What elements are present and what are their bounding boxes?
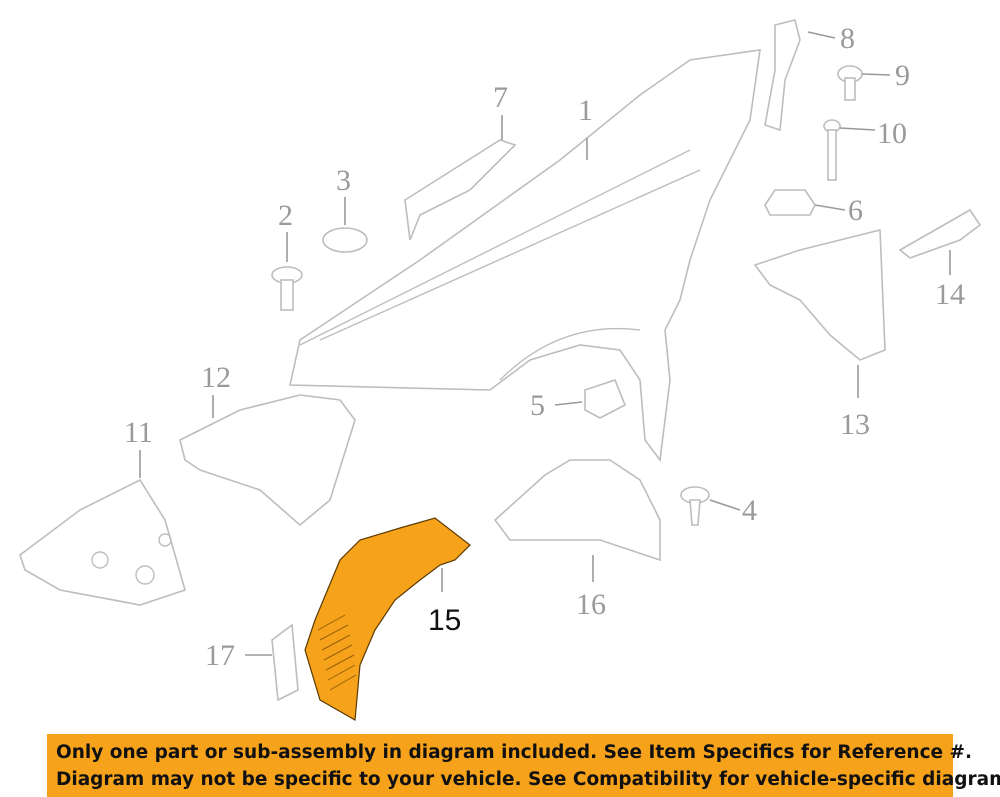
callout-9: 9 [895, 59, 910, 92]
banner-line-2: Diagram may not be specific to your vehi… [56, 768, 1000, 790]
part-bracket-11 [19, 478, 186, 606]
disclaimer-banner: Only one part or sub-assembly in diagram… [47, 734, 1000, 797]
callout-8: 8 [840, 22, 855, 55]
callout-10: 10 [877, 117, 907, 150]
part-liner-16 [493, 459, 661, 562]
callout-1: 1 [578, 94, 593, 127]
callout-13: 13 [840, 408, 870, 441]
callout-arrows [139, 31, 951, 656]
callout-11: 11 [124, 416, 153, 449]
banner-line-1: Only one part or sub-assembly in diagram… [56, 741, 973, 763]
callout-15: 15 [428, 604, 461, 637]
part-screw-9 [837, 65, 863, 101]
part-bolt-2 [271, 266, 303, 311]
part-pad-6 [764, 189, 816, 216]
part-bolt-10 [823, 119, 841, 181]
part-bracket-14 [898, 208, 982, 259]
callout-16: 16 [576, 588, 606, 621]
callout-17: 17 [205, 639, 235, 672]
callout-12: 12 [201, 361, 231, 394]
part-fender [289, 49, 761, 463]
part-clip-5 [584, 379, 627, 419]
part-grommet-3 [322, 227, 368, 253]
callout-5: 5 [530, 389, 545, 422]
part-bolt-4 [680, 486, 710, 526]
callout-3: 3 [336, 164, 351, 197]
callout-2: 2 [278, 199, 293, 232]
part-panel-13 [753, 228, 886, 361]
callout-14: 14 [935, 278, 965, 311]
part-seal-17 [271, 623, 299, 702]
callout-4: 4 [742, 494, 757, 527]
part-bracket-7 [404, 139, 517, 241]
part-bracket-12 [179, 394, 356, 527]
callout-6: 6 [848, 194, 863, 227]
part-trim-8 [764, 19, 801, 132]
callout-7: 7 [493, 81, 508, 114]
